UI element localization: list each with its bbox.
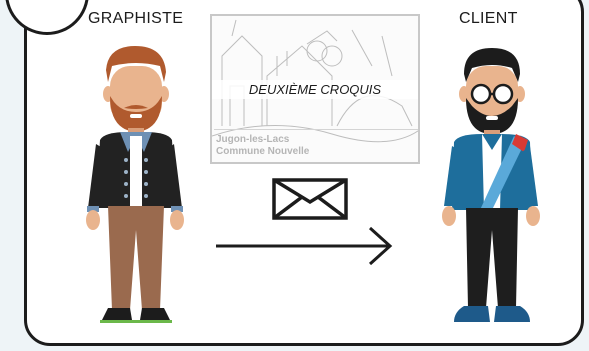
designer-figure — [80, 40, 190, 330]
step-badge: 3 — [5, 0, 89, 35]
sketch-caption-line1: Jugon-les-Lacs — [216, 134, 309, 146]
envelope-icon — [272, 178, 348, 220]
client-figure — [436, 40, 546, 330]
designer-label: GRAPHISTE — [88, 10, 183, 28]
sketch-title: DEUXIÈME CROQUIS — [212, 80, 418, 99]
sketch-caption-line2: Commune Nouvelle — [216, 146, 309, 158]
client-label: CLIENT — [459, 10, 518, 28]
arrow-right-icon — [214, 224, 394, 268]
sketch-caption: Jugon-les-Lacs Commune Nouvelle — [216, 134, 309, 158]
sketch-card: DEUXIÈME CROQUIS Jugon-les-Lacs Commune … — [210, 14, 420, 164]
